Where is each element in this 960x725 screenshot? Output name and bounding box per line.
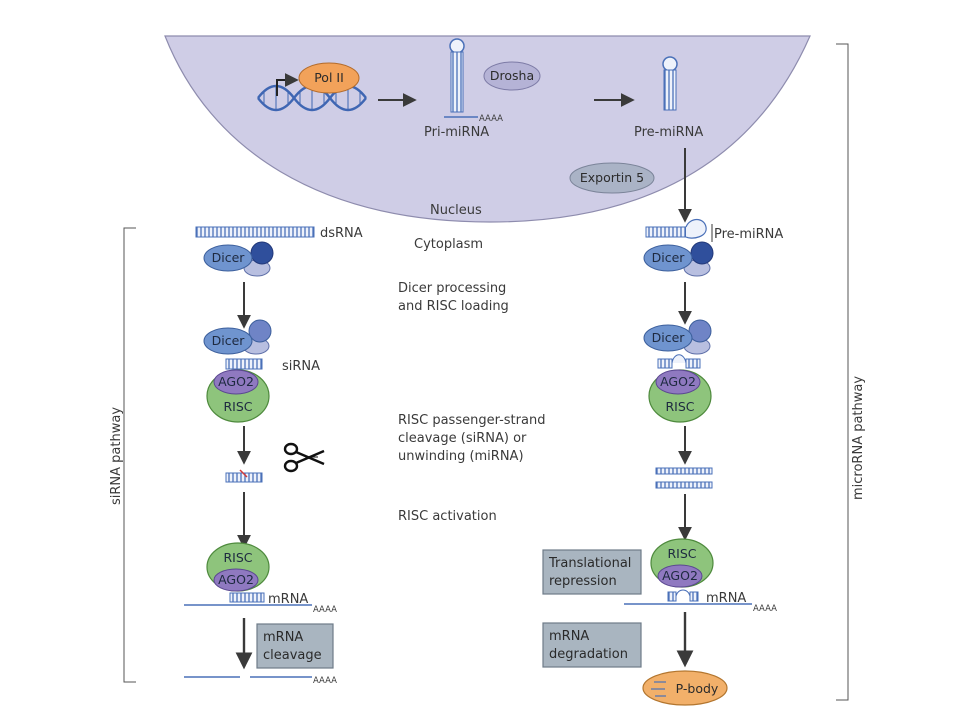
step-activation: RISC activation: [398, 509, 497, 524]
right-dicer-complex-1: [643, 241, 714, 277]
mirna-duplex-with-bulge: [657, 354, 701, 369]
right-ago2-label-2: AGO2: [662, 568, 698, 583]
right-mrna-tail: AAAA: [753, 604, 777, 614]
right-risc-label-2: RISC: [667, 546, 696, 561]
step-risc-line1: RISC passenger-strand: [398, 413, 545, 428]
right-risc-complex-2: [650, 538, 714, 588]
right-dicer-complex-2: [643, 319, 712, 355]
cleavage-mark: [239, 469, 248, 478]
sirna-duplex: [225, 358, 263, 370]
mrna-degradation-line1: mRNA: [549, 629, 589, 644]
pri-mirna-label: Pri-miRNA: [424, 125, 489, 140]
sirna-pathway-bracket: [123, 227, 136, 683]
mrna-degradation-box: [542, 622, 642, 668]
p-body-mrna-fragments: [651, 681, 666, 697]
step-risc-line3: unwinding (miRNA): [398, 449, 524, 464]
left-risc-complex-2: [206, 542, 270, 592]
dsrna-label: dsRNA: [320, 226, 363, 241]
nucleus-label: Nucleus: [430, 203, 482, 218]
left-dicer-label-1: Dicer: [212, 250, 246, 265]
right-pre-mirna-label: Pre-miRNA: [714, 227, 783, 242]
drosha-label: Drosha: [490, 68, 534, 83]
mrna-cleavage-line2: cleavage: [263, 648, 322, 663]
pol-ii-enzyme: [298, 62, 360, 94]
pol-ii-label: Pol II: [314, 70, 344, 85]
drosha-enzyme: [483, 61, 541, 91]
right-risc-complex-1: [648, 369, 712, 423]
cytoplasm-label: Cytoplasm: [414, 237, 483, 252]
translational-repression-line1: Translational: [548, 556, 631, 571]
microrna-pathway-label: microRNA pathway: [851, 376, 866, 500]
right-guide-strand-bulge: [667, 589, 699, 602]
right-dicer-label-1: Dicer: [652, 250, 686, 265]
right-mrna-label: mRNA: [706, 591, 746, 606]
step-risc-line2: cleavage (siRNA) or: [398, 431, 527, 446]
mrna-cleavage-box: [256, 623, 334, 669]
sirna-pathway-label: siRNA pathway: [109, 407, 124, 505]
left-mrna-label: mRNA: [268, 592, 308, 607]
step-dicer-line2: and RISC loading: [398, 299, 509, 314]
right-risc-label-1: RISC: [665, 399, 694, 414]
cytoplasm-pre-mirna: [645, 218, 707, 239]
left-dicer-label-2: Dicer: [212, 333, 246, 348]
left-dicer-complex-1: [203, 241, 274, 277]
left-ago2-label-1: AGO2: [218, 374, 254, 389]
mrna-cleavage-line1: mRNA: [263, 630, 303, 645]
translational-repression-box: [542, 549, 642, 595]
p-body-label: P-body: [676, 681, 719, 696]
left-ago2-label-2: AGO2: [218, 572, 254, 587]
step-dicer-line1: Dicer processing: [398, 281, 506, 296]
cleaved-mrna-tail: AAAA: [313, 676, 337, 686]
left-mrna-tail: AAAA: [313, 605, 337, 615]
pre-mirna-hairpin: [662, 56, 678, 111]
pre-mirna-label: Pre-miRNA: [634, 125, 703, 140]
left-guide-strand: [229, 592, 265, 603]
translational-repression-line2: repression: [549, 574, 617, 589]
dsrna-duplex: [195, 226, 315, 238]
exportin-5: [569, 162, 655, 194]
left-dicer-complex-2: [203, 319, 272, 355]
left-risc-label-1: RISC: [223, 399, 252, 414]
unwound-mirna-duplex: [655, 467, 713, 489]
left-risc-label-2: RISC: [223, 550, 252, 565]
pri-mirna-hairpin: [444, 38, 478, 118]
transcription-start-arrow: [276, 73, 299, 96]
pri-mirna-tail: AAAA: [479, 114, 503, 124]
left-risc-complex-1: [206, 369, 270, 423]
microrna-pathway-bracket: [836, 43, 849, 701]
sirna-label: siRNA: [282, 359, 320, 374]
right-dicer-label-2: Dicer: [652, 330, 686, 345]
mrna-degradation-line2: degradation: [549, 647, 628, 662]
right-ago2-label-1: AGO2: [660, 374, 696, 389]
scissors-icon: [283, 442, 325, 473]
exportin-5-label: Exportin 5: [580, 170, 644, 185]
